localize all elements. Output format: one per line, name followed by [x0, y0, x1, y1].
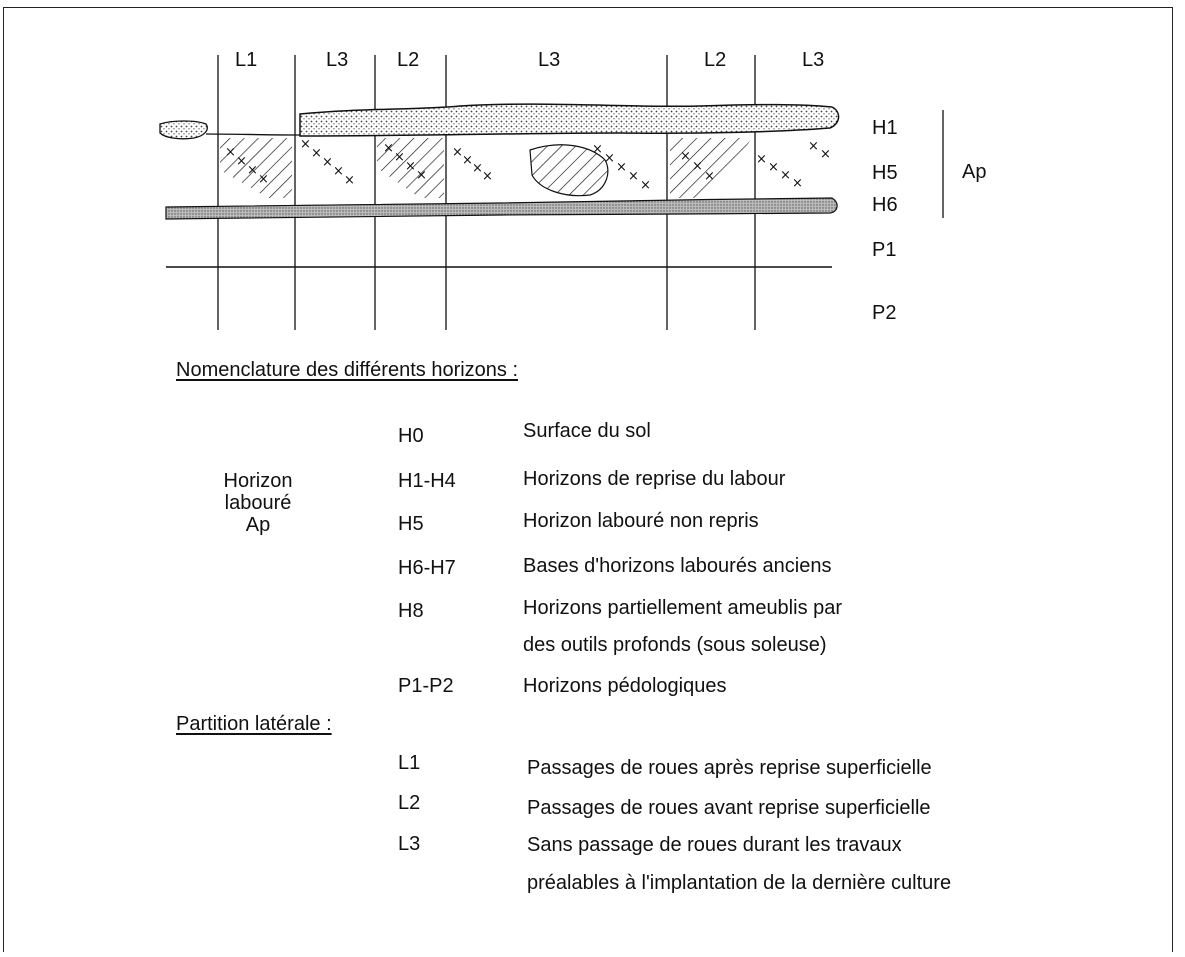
svg-text:×: × — [258, 172, 269, 187]
horizon-label-h1: H1 — [872, 118, 898, 138]
horizon-desc: Horizon labouré non repris — [523, 510, 759, 533]
partition-code: L3 — [398, 833, 420, 856]
ap-label: Ap — [962, 162, 986, 182]
svg-text:×: × — [322, 155, 333, 170]
svg-text:×: × — [311, 146, 322, 161]
svg-text:×: × — [756, 152, 767, 167]
horizon-code: H1-H4 — [398, 470, 456, 493]
horizon-label-h6: H6 — [872, 195, 898, 215]
group-label-line-1: Horizon — [203, 470, 313, 492]
horizon-code: H6-H7 — [398, 557, 456, 580]
svg-text:×: × — [416, 168, 427, 183]
horizon-group-label: Horizon labouré Ap — [203, 470, 313, 536]
horizon-label-p1: P1 — [872, 240, 896, 260]
nomenclature-heading: Nomenclature des différents horizons : — [176, 359, 518, 382]
svg-text:×: × — [692, 159, 703, 174]
partition-code: L1 — [398, 752, 420, 775]
h1-left-fragment — [160, 121, 207, 139]
partition-desc: préalables à l'implantation de la derniè… — [527, 872, 951, 895]
svg-text:×: × — [333, 164, 344, 179]
horizon-desc: Horizons partiellement ameublis par — [523, 597, 842, 620]
partition-desc: Passages de roues après reprise superfic… — [527, 757, 932, 780]
column-label-3: L2 — [397, 50, 419, 70]
horizon-desc: Bases d'horizons labourés anciens — [523, 555, 831, 578]
horizon-desc: Horizons pédologiques — [523, 675, 726, 698]
svg-text:×: × — [236, 154, 247, 169]
svg-text:×: × — [247, 163, 258, 178]
svg-text:×: × — [383, 141, 394, 156]
column-label-1: L1 — [235, 50, 257, 70]
h1-band — [300, 104, 839, 136]
h6-band — [166, 198, 837, 219]
group-label-line-3: Ap — [203, 514, 313, 536]
soil-profile-diagram: ×××× ××××× ×××× ×××× ××××× ××× ×××× ×× — [0, 0, 1185, 360]
svg-text:×: × — [394, 150, 405, 165]
group-label-line-2: labouré — [203, 492, 313, 514]
svg-text:×: × — [640, 178, 651, 193]
column-label-2: L3 — [326, 50, 348, 70]
horizon-desc: Surface du sol — [523, 420, 651, 443]
svg-text:×: × — [628, 169, 639, 184]
partition-desc: Sans passage de roues durant les travaux — [527, 834, 902, 857]
svg-text:×: × — [482, 169, 493, 184]
svg-text:×: × — [405, 159, 416, 174]
svg-text:×: × — [616, 160, 627, 175]
column-label-5: L2 — [704, 50, 726, 70]
svg-text:×: × — [344, 173, 355, 188]
svg-text:×: × — [300, 137, 311, 152]
horizon-desc: Horizons de reprise du labour — [523, 468, 785, 491]
column-label-6: L3 — [802, 50, 824, 70]
svg-text:×: × — [225, 145, 236, 160]
partition-desc: Passages de roues avant reprise superfic… — [527, 797, 931, 820]
horizon-label-p2: P2 — [872, 303, 896, 323]
partition-heading: Partition latérale : — [176, 713, 332, 736]
horizon-desc: des outils profonds (sous soleuse) — [523, 634, 827, 657]
horizon-code: H8 — [398, 600, 424, 623]
svg-text:×: × — [792, 176, 803, 191]
svg-text:×: × — [768, 160, 779, 175]
horizon-code: P1-P2 — [398, 675, 454, 698]
svg-text:×: × — [604, 151, 615, 166]
horizon-code: H0 — [398, 425, 424, 448]
svg-text:×: × — [680, 149, 691, 164]
svg-text:×: × — [780, 168, 791, 183]
column-label-4: L3 — [538, 50, 560, 70]
horizon-label-h5: H5 — [872, 163, 898, 183]
svg-text:×: × — [704, 169, 715, 184]
svg-text:×: × — [808, 139, 819, 154]
svg-text:×: × — [820, 147, 831, 162]
partition-code: L2 — [398, 792, 420, 815]
horizon-code: H5 — [398, 513, 424, 536]
svg-text:×: × — [592, 142, 603, 157]
